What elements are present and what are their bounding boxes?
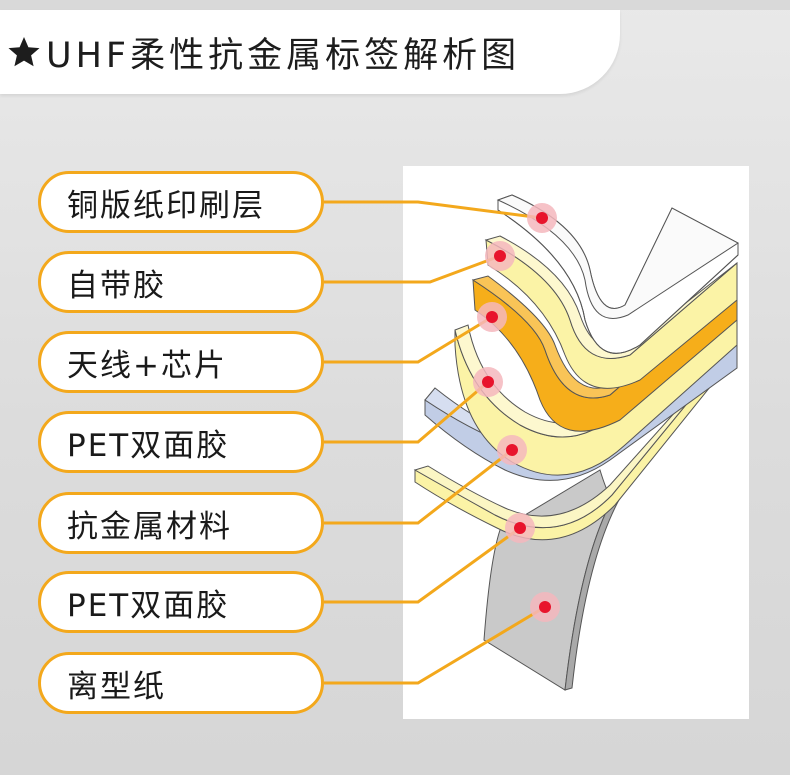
leader-antenna-chip [324, 315, 493, 364]
leader-adhesive [324, 254, 501, 284]
label-pet-tape-2: PET双面胶 [38, 571, 324, 633]
leader-release-paper [324, 605, 546, 685]
leader-lines [324, 200, 546, 685]
label-release-paper: 离型纸 [38, 652, 324, 714]
label-adhesive: 自带胶 [38, 251, 324, 313]
title-banner: UHF柔性抗金属标签解析图 [0, 10, 620, 94]
leader-pet-tape-1 [324, 380, 489, 444]
label-antenna-chip: 天线+芯片 [38, 331, 324, 393]
layer-copper-paper [496, 194, 739, 354]
star-icon [8, 37, 40, 67]
label-anti-metal: 抗金属材料 [38, 492, 324, 554]
page-title: UHF柔性抗金属标签解析图 [46, 35, 521, 76]
top-strip [0, 0, 790, 10]
leader-anti-metal [324, 448, 513, 525]
leader-copper-paper [324, 200, 543, 220]
label-copper-paper: 铜版纸印刷层 [38, 171, 324, 233]
label-pet-tape-1: PET双面胶 [38, 411, 324, 473]
leader-pet-tape-2 [324, 526, 521, 604]
marker-dots [473, 203, 560, 622]
